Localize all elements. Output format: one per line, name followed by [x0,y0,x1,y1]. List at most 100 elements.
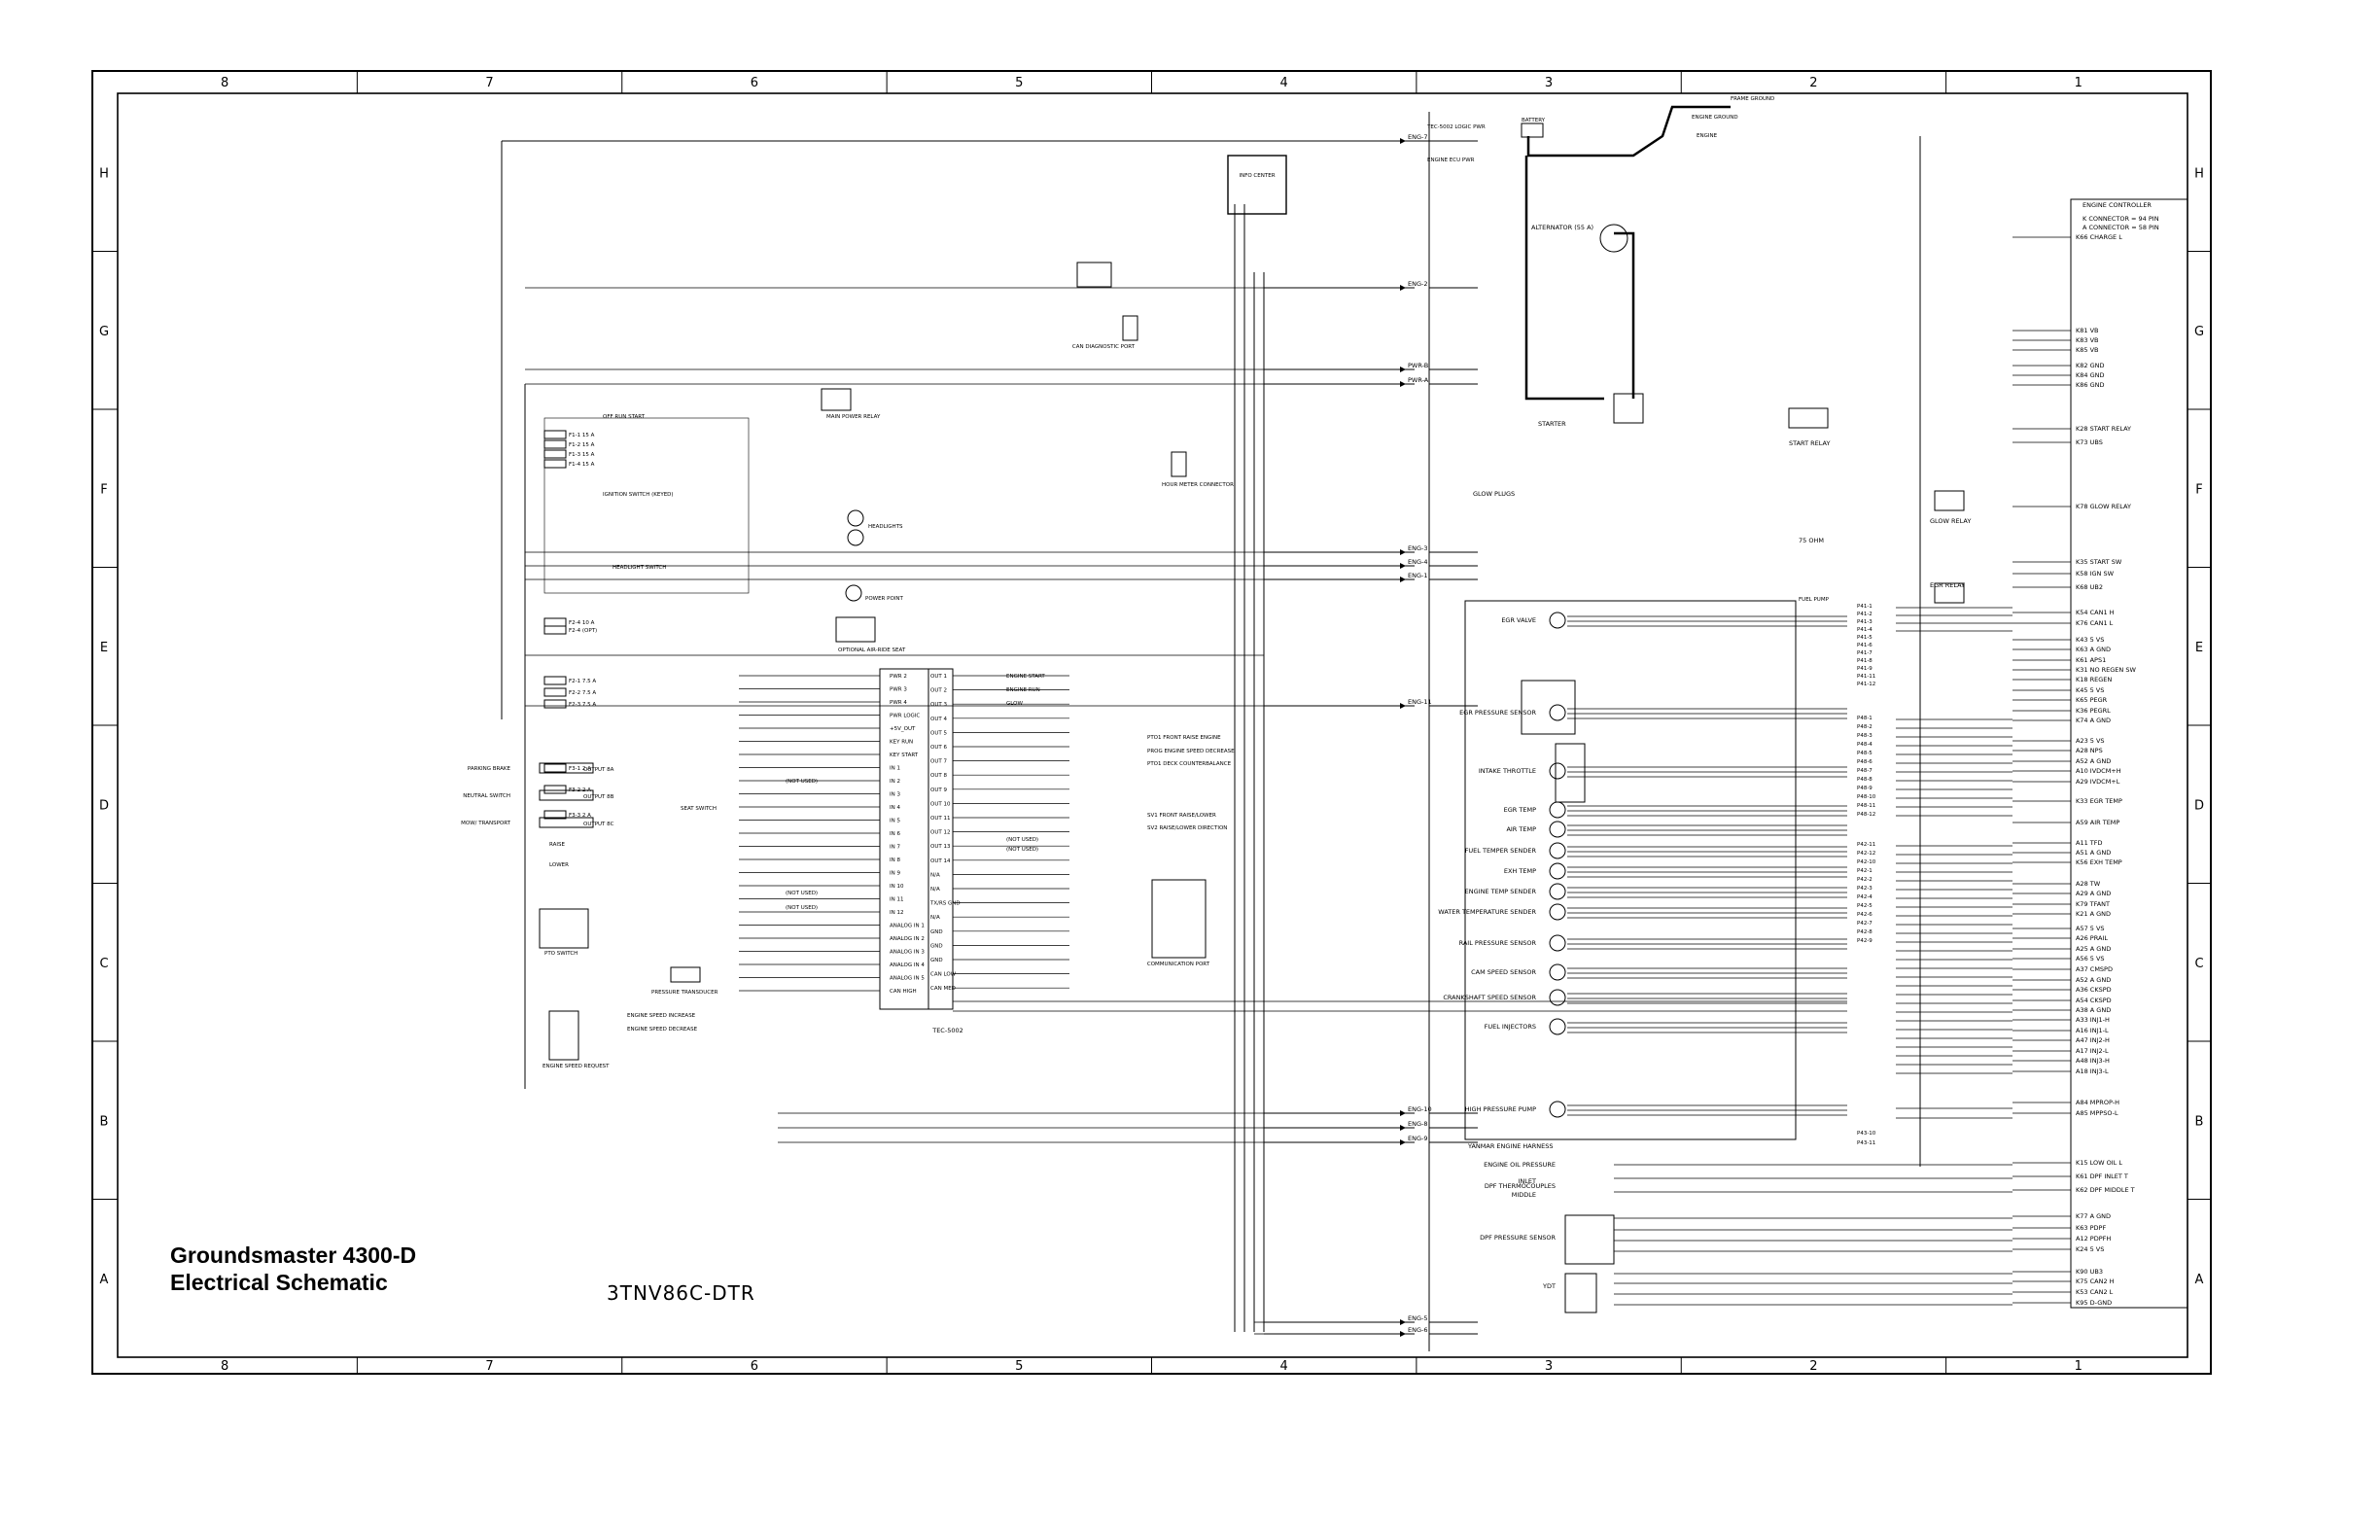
ecu-pin-label: K81 VB [2076,327,2099,334]
tec-input-pin: PWR LOGIC [890,714,920,719]
p48-pin: P48-4 [1857,742,1872,748]
output-label: OUTPUT 8A [583,767,614,773]
ecu-pin-label: K86 GND [2076,381,2105,389]
tec-output-pin: N/A [930,887,940,892]
diagnostic-connector [1076,262,1112,288]
p48-pin: P48-2 [1857,724,1872,730]
ecu-pin-label: A48 INJ3-H [2076,1057,2110,1065]
tec-input-pin: PWR 2 [890,674,907,680]
tec-input-pin: IN 4 [890,805,900,811]
tec-output-label: SV2 RAISE/LOWER DIRECTION [1147,825,1227,831]
zone-row-label: G [2194,325,2204,339]
not-used-label: (NOT USED) [786,779,818,785]
ecu-pin-label: K28 START RELAY [2076,425,2131,433]
zone-column-label: 6 [751,1359,758,1374]
ecu-pin-label: A56 5 VS [2076,955,2105,962]
p42-pin: P42-5 [1857,903,1872,909]
inlet-label: INLET [1519,1177,1537,1185]
ecu-pin-label: A28 TW [2076,880,2101,888]
engine-label: ENGINE [1697,133,1718,139]
connector-label: ENG-6 [1408,1326,1428,1334]
pressure-transducer-box [670,966,701,983]
fuse-label: F1-1 15 A [569,433,595,438]
p41-pin: P41-12 [1857,682,1875,687]
lower-label: LOWER [549,862,569,868]
output-connector [539,789,594,801]
air-temp-symbol [1549,821,1566,838]
seat-switch-label: SEAT SWITCH [681,806,717,812]
fuse-label: F3-2 2 A [569,788,591,793]
fuse-label: F2-4 (OPT) [569,628,597,634]
ecu-pin-label: K54 CAN1 H [2076,609,2115,616]
ecu-pin-label: K84 GND [2076,371,2105,379]
connector-arrow [1400,563,1406,569]
p48-pin: P48-7 [1857,768,1872,774]
info-center-label: INFO CENTER [1239,173,1275,179]
fuel-pump-label: FUEL PUMP [1799,597,1830,603]
tec-input-pin: ANALOG IN 3 [890,950,925,956]
egr-temp-label: EGR TEMP [1504,806,1536,814]
egr-temp-symbol [1549,801,1566,819]
tec-output-pin: OUT 10 [930,801,951,807]
tec-input-pin: IN 8 [890,858,900,863]
communication-port-label: COMMUNICATION PORT [1147,962,1210,967]
ecu-pin-label: K53 CAN2 L [2076,1288,2114,1296]
power-point-symbol [845,584,862,602]
tec-input-pin: IN 7 [890,845,900,851]
p42-pin: P42-1 [1857,868,1872,874]
pressure-transducer-label: PRESSURE TRANSDUCER [651,990,718,996]
high-pressure-pump-label: HIGH PRESSURE PUMP [1465,1105,1536,1113]
zone-column-label: 8 [221,1359,228,1374]
connector-arrow [1400,1139,1406,1145]
fuse-label: F1-3 15 A [569,452,595,458]
tec-output-pin: GND [930,943,943,949]
tec-output-label: SV1 FRONT RAISE/LOWER [1147,813,1216,819]
fuel-temp-sender-symbol [1549,842,1566,859]
engine-temp-sender-symbol [1549,883,1566,900]
exh-temp-label: EXH TEMP [1504,867,1536,875]
p41-pin: P41-9 [1857,666,1872,672]
ecu-pin-label: A18 INJ3-L [2076,1068,2109,1075]
neutral-switch-label: NEUTRAL SWITCH [463,793,510,799]
ecu-pin-label: A29 IVDCM+L [2076,778,2120,786]
zone-column-label: 4 [1280,1359,1288,1374]
connector-label: ENG-1 [1408,572,1428,579]
tec-output-label: ENGINE RUN [1006,687,1040,693]
ecu-pin-label: A26 PRAIL [2076,934,2108,942]
tec-input-pin: IN 3 [890,792,900,798]
intake-throttle-label: INTAKE THROTTLE [1479,767,1536,775]
intake-throttle-symbol [1549,762,1566,780]
cam-speed-sensor-symbol [1549,963,1566,981]
engine-temp-sender-label: ENGINE TEMP SENDER [1465,888,1537,895]
p42-pin: P42-12 [1857,851,1875,857]
tec-input-pin: IN 10 [890,884,904,890]
p41-pin: P41-4 [1857,627,1872,633]
tec-input-pin: IN 11 [890,897,903,903]
tec-input-pin: IN 6 [890,831,900,837]
fuse-symbol [543,785,567,794]
fuel-temp-sender-label: FUEL TEMPER SENDER [1465,847,1537,855]
zone-column-label: 3 [1545,76,1553,90]
egr-pressure-sensor-box [1521,680,1576,735]
tec-input-pin: KEY RUN [890,740,913,746]
ecu-pin-label: K90 UB3 [2076,1268,2103,1276]
tec-input-pin: IN 1 [890,766,900,772]
wiring [501,105,2071,1351]
p41-pin: P41-3 [1857,619,1872,625]
output-connector [539,762,594,774]
tec-output-pin: CAN MED [930,986,956,992]
output-label: OUTPUT 8C [583,822,614,827]
tec-output-pin: GND [930,958,943,963]
fuse-symbol [543,625,567,635]
tec-output-pin: N/A [930,915,940,921]
alternator-label: ALTERNATOR (55 A) [1531,224,1593,231]
connector-label: ENG-4 [1408,558,1428,566]
tec-input-pin: IN 12 [890,910,903,916]
inner-border [117,92,2188,1358]
connector-label: ENG-10 [1408,1105,1432,1113]
tec-output-pin: OUT 12 [930,830,950,836]
air-ride-seat-label: OPTIONAL AIR-RIDE SEAT [838,648,906,653]
ecu-pin-label: K31 NO REGEN SW [2076,666,2136,674]
start-relay-box [1788,407,1829,429]
ecu-pin-label: A29 A GND [2076,890,2111,897]
